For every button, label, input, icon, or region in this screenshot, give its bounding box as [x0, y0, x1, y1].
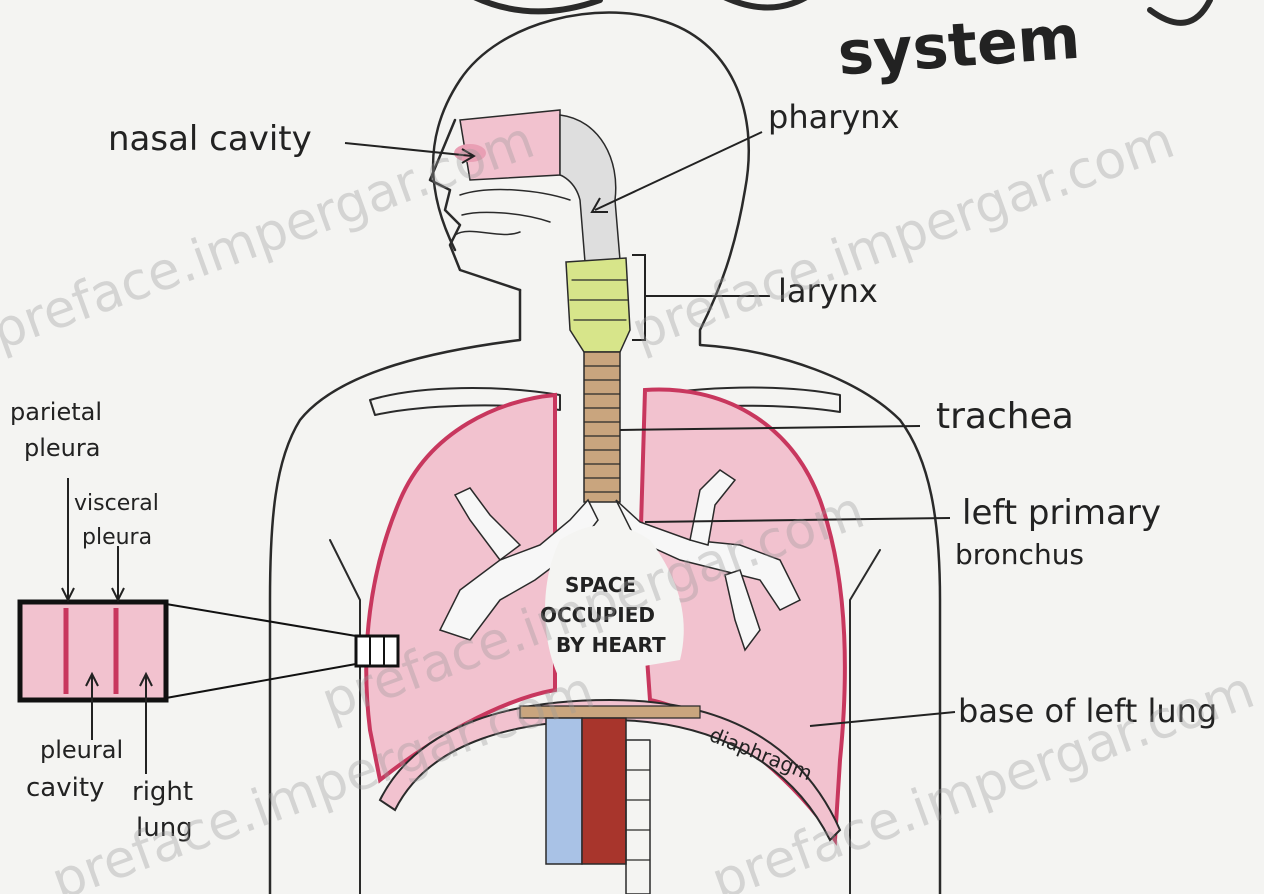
watermark-2: preface.impergar.com	[624, 110, 1182, 362]
vena-cava-shape	[546, 718, 582, 864]
label-right-lung-1: right	[132, 777, 193, 807]
label-visceral-pleura-1: visceral	[74, 491, 159, 516]
larynx-shape	[566, 258, 630, 352]
title-text: system	[836, 3, 1083, 90]
label-visceral-pleura-2: pleura	[82, 525, 152, 550]
label-parietal-pleura-2: pleura	[24, 434, 100, 462]
label-trachea: trachea	[936, 396, 1074, 437]
label-parietal-pleura-1: parietal	[10, 398, 102, 426]
label-pleural-cavity-1: pleural	[40, 736, 123, 764]
label-pleural-cavity-2: cavity	[26, 773, 104, 803]
trachea-shape	[584, 352, 620, 502]
label-pharynx: pharynx	[768, 98, 900, 136]
label-left-primary-1: left primary	[962, 493, 1161, 533]
label-nasal-cavity: nasal cavity	[108, 119, 312, 159]
label-left-primary-2: bronchus	[955, 538, 1084, 571]
aorta-shape	[582, 718, 626, 864]
